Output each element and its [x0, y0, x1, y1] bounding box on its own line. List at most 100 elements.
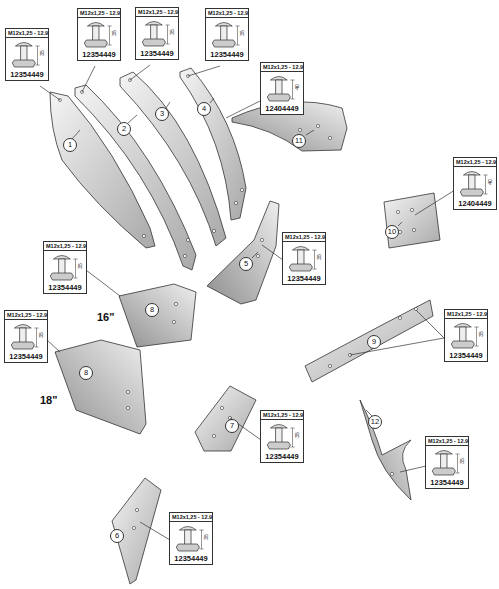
- bolt-box: M12x1,25 - 12.93512354449: [425, 436, 469, 489]
- callout-text: 3: [160, 110, 164, 118]
- bolt-box: M12x1,25 - 12.9 35 12354449: [260, 410, 304, 463]
- bolt-drawing: 35: [78, 18, 120, 50]
- bolt-drawing: 40: [261, 72, 303, 104]
- bolt-box: M12x1,25 - 12.9 40 12404449: [260, 62, 304, 115]
- bolt-box: M12x1,25 - 12.9 35 12354449: [4, 310, 48, 363]
- callout-number: 10: [385, 225, 399, 239]
- bolt-spec: M12x1,25 - 12.9: [6, 29, 48, 38]
- dimension: 35: [478, 331, 484, 337]
- bolt-drawing: 35: [445, 319, 487, 351]
- dimension: 35: [203, 534, 209, 540]
- callout-number: 1: [63, 138, 77, 152]
- size-label: 18": [40, 394, 57, 406]
- bolt-spec: M12x1,25 - 12.9: [454, 158, 496, 167]
- dimension: 35: [294, 432, 300, 438]
- bolt-drawing: 35: [44, 251, 86, 283]
- part-11: [232, 102, 347, 151]
- bolt-spec: M12x1,25 - 12.9: [44, 242, 86, 251]
- dimension: 35: [77, 263, 83, 269]
- bolt-spec: M12x1,25 - 12.9: [283, 233, 325, 242]
- callout-number: 8: [79, 366, 93, 380]
- bolt-spec: M12x1,25 - 12.9: [5, 311, 47, 320]
- callout-number: 8: [145, 303, 159, 317]
- callout-text: 7: [230, 422, 234, 430]
- bolt-drawing: 35: [206, 18, 248, 50]
- callout-number: 7: [225, 419, 239, 433]
- dimension: 35: [38, 332, 44, 338]
- callout-number: 9: [367, 335, 381, 349]
- bolt-box: M12x1,25 - 12.9 35 12354449: [282, 232, 326, 285]
- callout-text: 8: [150, 306, 154, 314]
- bolt-drawing: 35: [426, 446, 468, 478]
- bolt-drawing: 35: [170, 522, 212, 554]
- part-number: 12354449: [6, 70, 48, 80]
- bolt-box: M12x1,25 - 12.9 35 12354449: [5, 28, 49, 81]
- part-2: [75, 85, 196, 270]
- bolt-holes: [59, 75, 418, 530]
- dimension: 35: [39, 50, 45, 56]
- bolt-drawing: 35: [283, 242, 325, 274]
- bolt-spec: M12x1,25 - 12.9: [136, 8, 178, 17]
- callout-text: 1: [68, 141, 72, 149]
- part-9: [305, 300, 433, 382]
- size-label: 16": [97, 311, 114, 323]
- part-4: [180, 68, 246, 220]
- part-number: 12354449: [261, 452, 303, 462]
- callout-number: 2: [117, 122, 131, 136]
- part-number: 12354449: [426, 478, 468, 488]
- part-number: 12354449: [206, 50, 248, 60]
- bolt-box: M12x1,25 - 12.93512354449: [444, 309, 488, 362]
- bolt-box: M12x1,25 - 12.9 35 12354449: [169, 512, 213, 565]
- callout-number: 6: [110, 529, 124, 543]
- leader-lines: [40, 65, 455, 540]
- bolt-box: M12x1,25 - 12.9 35 12354449: [43, 241, 87, 294]
- bolt-spec: M12x1,25 - 12.9: [78, 9, 120, 18]
- part-10: [384, 193, 440, 248]
- dimension: 40: [487, 179, 493, 185]
- part-number: 12354449: [283, 274, 325, 284]
- part-number: 12354449: [5, 352, 47, 362]
- part-number: 12354449: [170, 554, 212, 564]
- callout-number: 5: [239, 257, 253, 271]
- callout-text: 12: [371, 418, 379, 426]
- part-number: 12354449: [78, 50, 120, 60]
- bolt-box: M12x1,25 - 12.9 35 12354449: [77, 8, 121, 61]
- part-number: 12404449: [261, 104, 303, 114]
- part-7: [195, 386, 256, 451]
- callout-number: 11: [292, 134, 306, 148]
- bolt-spec: M12x1,25 - 12.9: [206, 9, 248, 18]
- bolt-drawing: 35: [6, 38, 48, 70]
- bolt-drawing: 35: [261, 420, 303, 452]
- dimension: 35: [169, 29, 175, 35]
- callout-text: 11: [295, 137, 303, 145]
- bolt-spec: M12x1,25 - 12.9: [261, 411, 303, 420]
- bolt-spec: M12x1,25 - 12.9: [426, 437, 468, 446]
- callout-text: 5: [244, 260, 248, 268]
- callout-text: 6: [115, 532, 119, 540]
- bolt-box: M12x1,25 - 12.93512354449: [135, 7, 179, 60]
- bolt-drawing: 35: [136, 17, 178, 49]
- callout-text: 9: [372, 338, 376, 346]
- callout-text: 2: [122, 125, 126, 133]
- bolt-drawing: 35: [5, 320, 47, 352]
- part-12: [360, 400, 411, 500]
- bolt-spec: M12x1,25 - 12.9: [261, 63, 303, 72]
- bolt-box: M12x1,25 - 12.9 40 12404449: [453, 157, 497, 210]
- callout-number: 3: [155, 107, 169, 121]
- bolt-spec: M12x1,25 - 12.9: [445, 310, 487, 319]
- dimension: 40: [294, 84, 300, 90]
- bolt-drawing: 40: [454, 167, 496, 199]
- bolt-box: M12x1,25 - 12.9 35 12354449: [205, 8, 249, 61]
- callout-number: 4: [197, 102, 211, 116]
- dimension: 35: [111, 30, 117, 36]
- bolt-spec: M12x1,25 - 12.9: [170, 513, 212, 522]
- dimension: 35: [239, 30, 245, 36]
- dimension: 35: [316, 254, 322, 260]
- part-number: 12404449: [454, 199, 496, 209]
- callout-text: 4: [202, 105, 206, 113]
- part-number: 12354449: [44, 283, 86, 293]
- part-8-18: [55, 340, 146, 434]
- part-8-16: [119, 284, 196, 347]
